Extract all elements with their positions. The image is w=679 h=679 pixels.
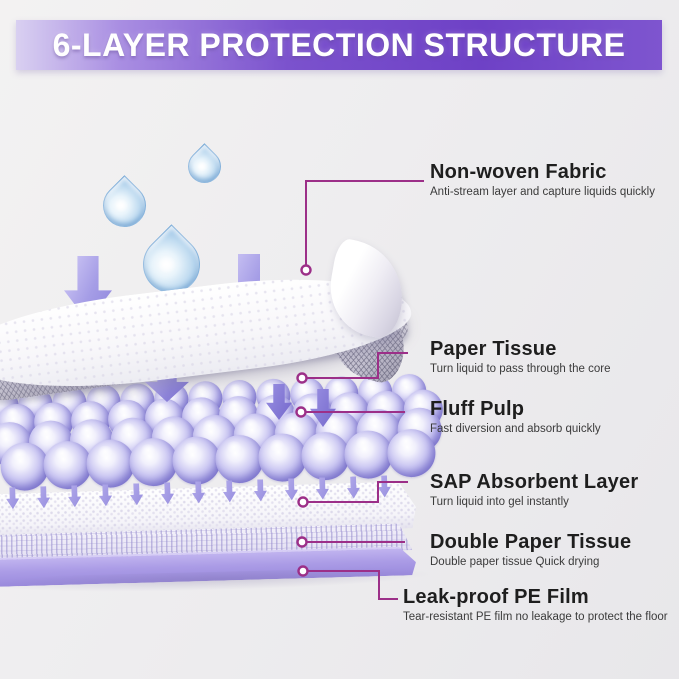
layer-description: Double paper tissue Quick drying — [430, 556, 600, 568]
layer-title: Leak-proof PE Film — [403, 586, 589, 608]
down-arrow-icon — [254, 479, 268, 501]
down-arrow-icon — [161, 482, 175, 504]
down-arrow-icon — [285, 478, 299, 500]
down-arrow-icon — [316, 477, 330, 499]
down-arrow-icon — [37, 486, 51, 508]
layer-title: SAP Absorbent Layer — [430, 471, 639, 493]
title-banner: 6-LAYER PROTECTION STRUCTURE — [16, 20, 662, 70]
layer-description: Anti-stream layer and capture liquids qu… — [430, 186, 655, 198]
down-arrow-icon — [130, 483, 144, 505]
callout-double-paper-tissue: Double Paper Tissue Double paper tissue … — [430, 531, 631, 568]
layer-title: Double Paper Tissue — [430, 531, 632, 553]
down-arrow-icon — [6, 487, 20, 509]
down-arrow-icon — [223, 480, 237, 502]
layer-description: Tear-resistant PE film no leakage to pro… — [403, 611, 668, 623]
callout-leak-proof-pe-film: Leak-proof PE Film Tear-resistant PE fil… — [403, 586, 668, 623]
connector-node — [300, 264, 312, 276]
layer-title: Paper Tissue — [430, 338, 557, 360]
down-arrow-icon — [192, 481, 206, 503]
layer-description: Fast diversion and absorb quickly — [430, 423, 601, 435]
water-drop-icon — [94, 175, 155, 236]
down-arrow-icon — [68, 485, 82, 507]
water-drop-icon — [181, 143, 228, 190]
callout-non-woven-fabric: Non-woven Fabric Anti-stream layer and c… — [430, 161, 655, 198]
layer-title: Fluff Pulp — [430, 398, 525, 420]
down-arrow-icon — [99, 484, 113, 506]
layer-description: Turn liquid into gel instantly — [430, 496, 569, 508]
callout-sap-absorbent-layer: SAP Absorbent Layer Turn liquid into gel… — [430, 471, 638, 508]
layer-title: Non-woven Fabric — [430, 161, 607, 183]
page-title: 6-LAYER PROTECTION STRUCTURE — [52, 26, 626, 63]
callout-fluff-pulp: Fluff Pulp Fast diversion and absorb qui… — [430, 398, 601, 435]
gel-ball — [386, 428, 437, 478]
callout-paper-tissue: Paper Tissue Turn liquid to pass through… — [430, 338, 611, 375]
down-arrow-icon — [347, 476, 361, 498]
layer-description: Turn liquid to pass through the core — [430, 363, 611, 375]
down-arrow-icon — [378, 475, 392, 497]
